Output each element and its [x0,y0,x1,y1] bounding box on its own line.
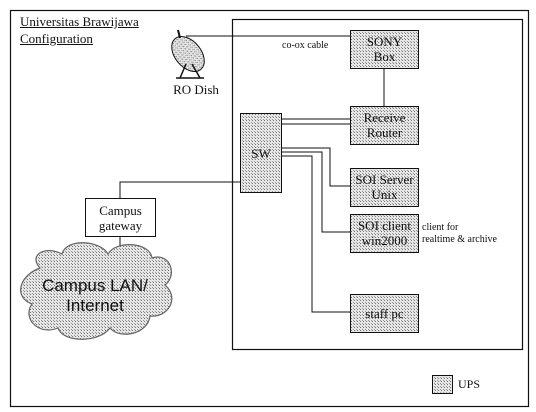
ups-legend-swatch [432,375,453,394]
campus-lan-cloud [20,242,173,340]
receive-router-box [350,106,419,145]
sw-client-line [281,151,350,233]
soi-client-box [350,214,419,253]
sw-label: SW [251,146,271,161]
diagram-title: Universitas Brawijawa [20,14,139,29]
staff-pc-box [350,294,419,333]
sw-box [240,113,282,193]
coax-cable-label: co-ox cable [282,40,329,51]
soi-server-box [350,168,419,207]
sw-gateway-line [119,181,240,198]
campus-gateway-box [85,198,156,237]
ro-dish-label: RO Dish [173,82,219,97]
sw-server-line [281,147,350,187]
diagram-subtitle: Configuration [20,31,93,46]
sony-box [350,30,419,69]
satellite-dish-icon [171,29,205,79]
sw-staffpc-line [281,155,350,313]
connection-lines [119,35,385,313]
campus-lan-label: Campus LAN/Internet [42,276,148,315]
room-boundary [231,18,524,351]
ups-legend-label: UPS [458,377,481,391]
outer-frame [9,9,530,408]
staff-pc-label: staff pc [365,306,404,321]
